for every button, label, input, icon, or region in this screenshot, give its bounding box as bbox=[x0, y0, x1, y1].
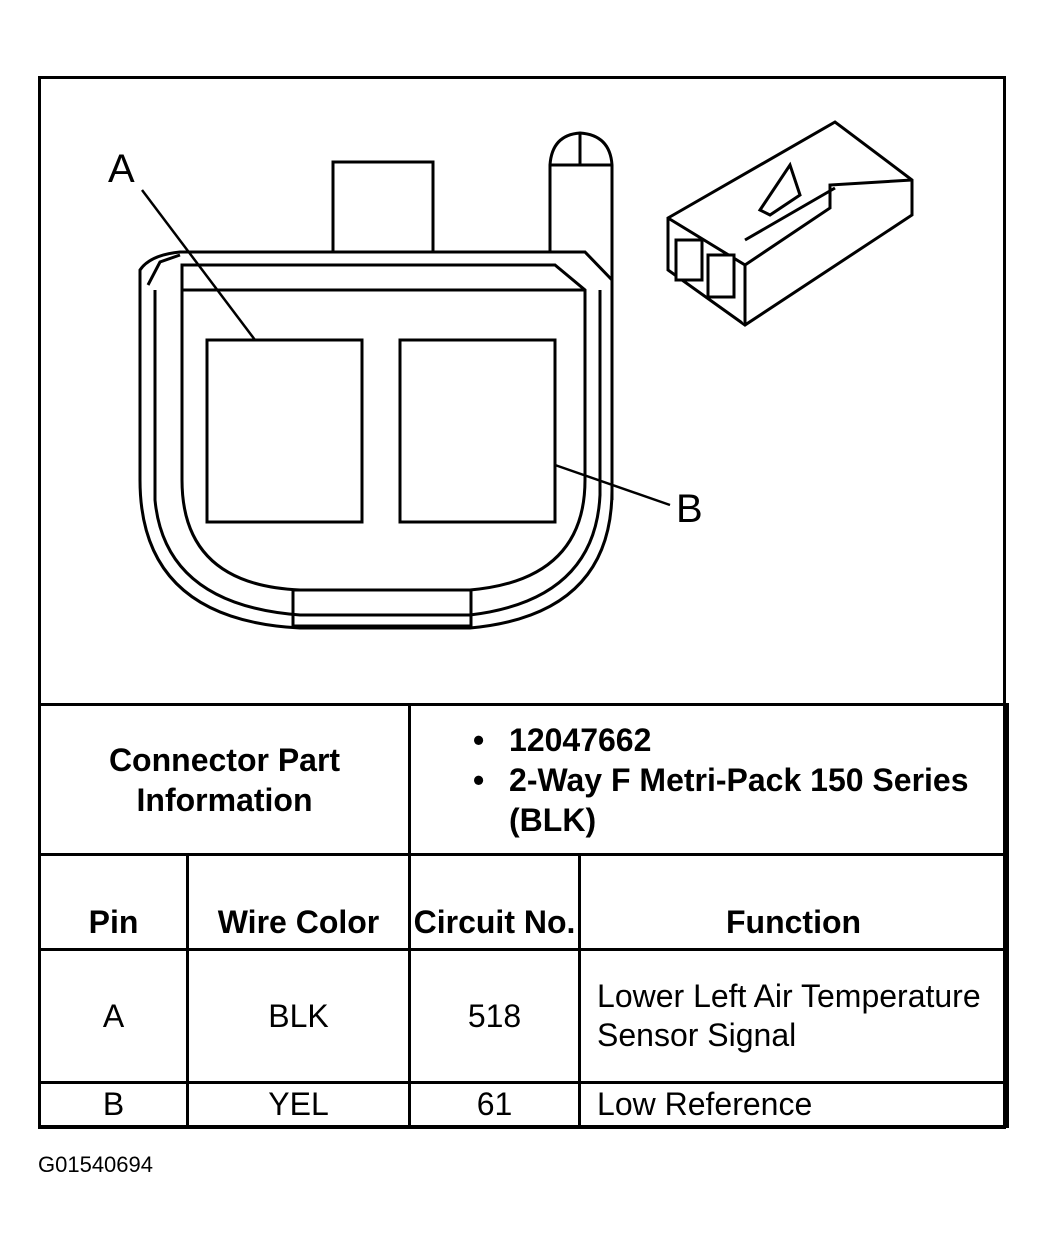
header-circuit-no: Circuit No. bbox=[408, 853, 582, 951]
connector-info-table: Connector Part Information 12047662 2-Wa… bbox=[37, 703, 1010, 1128]
part-number: 12047662 bbox=[473, 720, 1006, 760]
diagram-frame bbox=[38, 76, 1006, 1129]
pin-cell: B bbox=[38, 1081, 189, 1128]
header-wire-color: Wire Color bbox=[185, 853, 412, 951]
function-cell: Low Reference bbox=[578, 1081, 1010, 1128]
connector-part-label: Connector Part Information bbox=[37, 703, 412, 856]
function-cell: Lower Left Air Temperature Sensor Signal bbox=[578, 948, 1010, 1084]
connector-parts-list: 12047662 2-Way F Metri-Pack 150 Series (… bbox=[408, 703, 1010, 856]
wire-color-cell: YEL bbox=[185, 1081, 412, 1128]
circuit-cell: 61 bbox=[408, 1081, 582, 1128]
connector-3d-view bbox=[666, 120, 914, 327]
pin-cell: A bbox=[38, 948, 189, 1084]
leader-lines bbox=[141, 189, 671, 507]
circuit-cell: 518 bbox=[408, 948, 582, 1084]
table-row: A BLK 518 Lower Left Air Temperature Sen… bbox=[38, 948, 1010, 1084]
header-function: Function bbox=[578, 853, 1010, 951]
table-row: B YEL 61 Low Reference bbox=[38, 1081, 1010, 1128]
part-description: 2-Way F Metri-Pack 150 Series (BLK) bbox=[473, 760, 1006, 840]
connector-diagram: A B bbox=[108, 120, 914, 630]
wire-color-cell: BLK bbox=[185, 948, 412, 1084]
callout-b: B bbox=[676, 487, 703, 531]
header-pin: Pin bbox=[38, 853, 189, 951]
callout-a: A bbox=[108, 147, 135, 191]
figure-id: G01540694 bbox=[38, 1152, 153, 1177]
connector-face-drawing bbox=[138, 131, 614, 630]
